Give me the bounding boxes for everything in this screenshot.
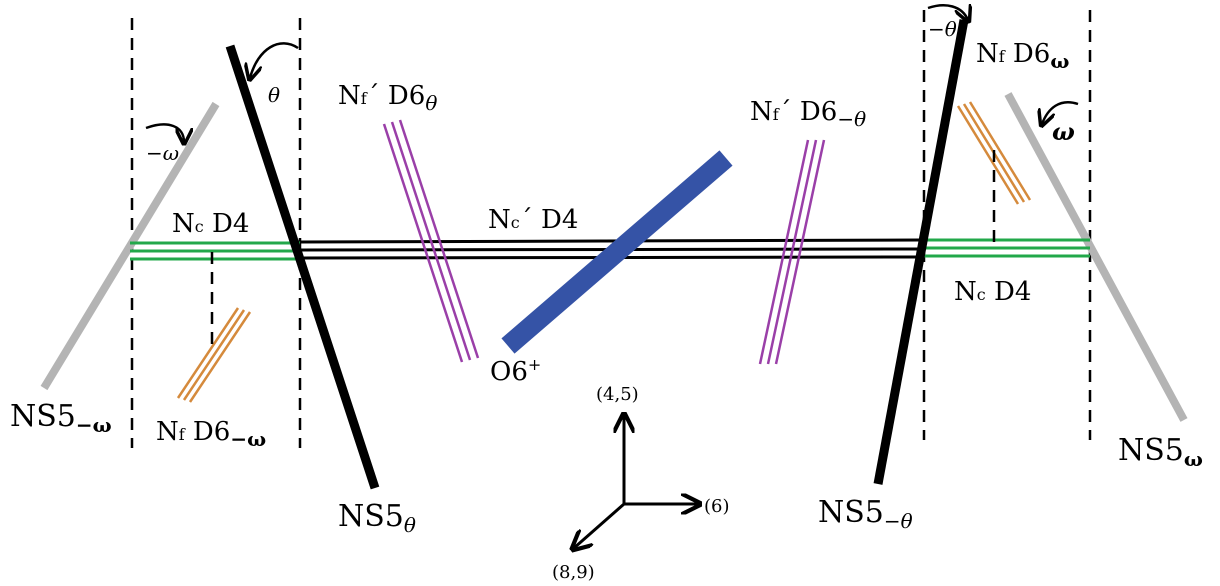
coordinate-axes xyxy=(574,416,698,548)
rotation-arrow-minus-theta-right xyxy=(927,5,968,20)
angle-minus-omega-left: −ω xyxy=(146,141,179,165)
ns5-right-theta-label: NS5−θ xyxy=(818,495,913,533)
ns5-right-omega-label: NS5ω xyxy=(1118,433,1203,471)
d6-left-label: Nf D6−ω xyxy=(156,417,266,451)
d6-right-label: Nf D6ω xyxy=(976,39,1069,73)
angle-omega-right: ω xyxy=(1052,117,1075,146)
ns5-left-theta-brane xyxy=(225,44,380,490)
ns5-left-omega-label: NS5−ω xyxy=(10,399,112,437)
d6-mid-left-brane xyxy=(382,119,480,363)
ns5-left-theta-label: NS5θ xyxy=(338,499,416,537)
ns5-right-theta-brane xyxy=(873,19,969,485)
angle-minus-theta-right: −θ xyxy=(928,17,957,41)
d6-mid-left-label: Nf´ D6θ xyxy=(338,81,437,115)
axis-label-right: (6) xyxy=(704,496,730,517)
d6-left-omega-brane xyxy=(176,307,252,403)
d6-mid-right-label: Nf´ D6−θ xyxy=(750,97,866,131)
rotation-arrow-theta-left xyxy=(250,42,299,78)
d6-mid-right-brane xyxy=(758,139,826,365)
rotation-arrow-omega-right xyxy=(1042,101,1079,124)
axis-label-down-left: (8,9) xyxy=(552,562,595,583)
d4-middle-line-1 xyxy=(297,238,921,244)
o6-plane xyxy=(501,150,733,354)
ns5-right-omega-brane xyxy=(1004,92,1188,422)
d4-left-label: Nc D4 xyxy=(172,209,249,239)
ns5-left-omega-brane xyxy=(40,101,220,391)
d4-right-label: Nc D4 xyxy=(954,277,1031,307)
axis-label-up: (4,5) xyxy=(596,384,639,405)
rotation-arrow-minus-omega-left xyxy=(145,123,184,142)
d4-middle-label: Nc´ D4 xyxy=(488,205,578,235)
o6-label: O6+ xyxy=(490,355,541,387)
angle-theta-left: θ xyxy=(268,83,280,107)
